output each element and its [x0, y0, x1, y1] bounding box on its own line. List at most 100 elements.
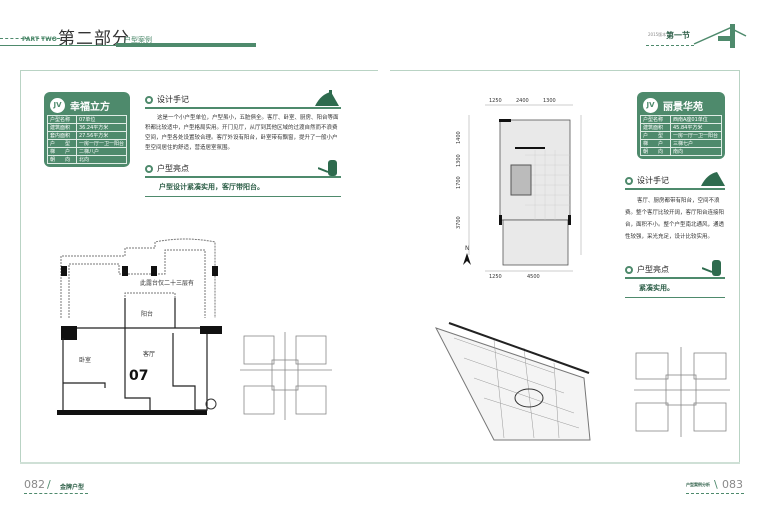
- house-icon: [693, 24, 747, 48]
- part-label: PART TWO: [22, 36, 57, 43]
- row-value: 36.24平方米: [75, 123, 128, 132]
- row-key: 建筑面积: [640, 123, 671, 132]
- backslash-divider-icon: \: [714, 478, 718, 491]
- row-value: 二梯八户: [75, 147, 128, 156]
- section-title: 户型亮点: [157, 164, 189, 173]
- row-value: 27.56平方米: [75, 131, 128, 140]
- table-row: 户 型一房一厅一卫一阳台: [47, 139, 128, 148]
- right-highlight-section: 户型亮点 紧凑实用。: [625, 264, 725, 298]
- right-design-section: 设计手记 客厅、厨房都带有阳台，空间不浪费。整个客厅比较开阔，客厅阳台连接阳台，…: [625, 175, 725, 243]
- header-small: 2015版本: [648, 32, 667, 37]
- row-key: 朝 向: [47, 155, 77, 164]
- project-name: 幸福立方: [70, 101, 110, 113]
- right-footer-label: 户型案例分析: [686, 482, 710, 487]
- person-illustration-icon: [318, 160, 337, 176]
- dimension-label: 2400: [516, 98, 529, 104]
- row-key: 建筑面积: [47, 123, 77, 132]
- left-footer-label: 金牌户型: [60, 484, 85, 491]
- site-map: [434, 322, 591, 441]
- building-key-plan: [240, 332, 332, 420]
- table-row: 户 型一房一厅一卫一阳台: [640, 131, 722, 140]
- row-value: 45.84平方米: [670, 123, 722, 132]
- row-value: 一房一厅一卫一阳台: [670, 131, 722, 140]
- left-highlight-section: 户型亮点 户型设计紧凑实用，客厅带阳台。: [145, 163, 341, 197]
- north-label: N: [465, 245, 470, 252]
- row-key: 套内面积: [47, 131, 77, 140]
- row-key: 户 型: [47, 139, 77, 148]
- compass-icon: [205, 398, 217, 410]
- dimension-label: 1250: [489, 98, 502, 104]
- table-row: 梯 户三梯七户: [640, 139, 722, 148]
- design-text: 这是一个小户型单位，户型虽小，五脏俱全。客厅、卧室、厨房、阳台等面积都比较适中，…: [145, 115, 339, 151]
- header-right-dash: [646, 45, 694, 46]
- iron-illustration-icon: [701, 172, 725, 186]
- row-value: 西南A座01单位: [670, 115, 722, 124]
- unit-number: 07: [129, 368, 148, 384]
- brand-logo-icon: JV: [643, 97, 658, 113]
- bullet-icon: [145, 95, 153, 104]
- left-design-section: 设计手记 这是一个小户型单位，户型虽小，五脏俱全。客厅、卧室、厨房、阳台等面积都…: [145, 94, 341, 153]
- balcony-label: 阳台: [141, 310, 153, 318]
- dimension-label: 3700: [456, 216, 462, 229]
- section-title: 设计手记: [637, 176, 669, 185]
- row-key: 梯 户: [640, 139, 671, 148]
- building-key-plan-right: [634, 347, 730, 437]
- dimension-label: 1400: [456, 131, 462, 144]
- table-row: 朝 向北向: [47, 155, 128, 164]
- living-label: 客厅: [143, 350, 155, 358]
- iron-illustration-icon: [315, 90, 339, 106]
- project-name: 丽景华苑: [663, 101, 703, 113]
- table-row: 朝 向南向: [640, 147, 722, 156]
- highlight-text: 户型设计紧凑实用，客厅带阳台。: [145, 176, 341, 197]
- north-arrow-icon: [463, 253, 471, 265]
- header-bar: [116, 43, 256, 47]
- dimension-label: 4500: [527, 274, 540, 280]
- row-key: 朝 向: [640, 147, 671, 156]
- part-title: 第二部分: [58, 29, 130, 49]
- dimension-label: 1300: [543, 98, 556, 104]
- floor-plan-right: 1250 2400 1300 1250 4500 1400 1300 1700 …: [456, 98, 582, 280]
- slash-divider-icon: /: [47, 478, 51, 491]
- row-value: 07单位: [75, 115, 128, 124]
- footer-dash-right: [686, 493, 744, 494]
- row-key: 户 型: [640, 131, 671, 140]
- dimension-label: 1300: [456, 154, 462, 167]
- floor-plan-07: 此露台仅二十三层有 阳台 卧室 客厅 07: [57, 238, 222, 415]
- person-illustration-icon: [702, 260, 721, 276]
- highlight-text: 紧凑实用。: [625, 277, 725, 298]
- right-page-number: 083: [722, 478, 743, 491]
- header-dash: [0, 38, 60, 39]
- bullet-icon: [625, 265, 633, 274]
- bullet-icon: [145, 164, 153, 173]
- row-value: 北向: [75, 155, 128, 164]
- row-key: 户型名称: [47, 115, 77, 124]
- header-line: [0, 45, 116, 46]
- row-key: 户型名称: [640, 115, 671, 124]
- section-title: 户型亮点: [637, 265, 669, 274]
- table-row: 户型名称西南A座01单位: [640, 115, 722, 124]
- row-value: 三梯七户: [670, 139, 722, 148]
- bedroom-label: 卧室: [79, 356, 91, 364]
- dimension-label: 1700: [456, 176, 462, 189]
- left-page-number: 082: [24, 478, 45, 491]
- terrace-label: 此露台仅二十三层有: [140, 279, 194, 287]
- dimension-label: 1250: [489, 274, 502, 280]
- footer-dash-left: [24, 493, 88, 494]
- part-subtitle: 户型案例: [124, 36, 152, 44]
- bottom-rule: [20, 462, 740, 464]
- brand-logo-icon: JV: [50, 97, 65, 113]
- table-row: 梯 户二梯八户: [47, 147, 128, 156]
- row-value: 一房一厅一卫一阳台: [75, 139, 128, 148]
- section-title: 设计手记: [157, 95, 189, 104]
- design-text: 客厅、厨房都带有阳台，空间不浪费。整个客厅比较开阔，客厅阳台连接阳台，面积不小。…: [625, 198, 725, 240]
- bullet-icon: [625, 176, 633, 185]
- section-label: 第一节: [666, 31, 690, 40]
